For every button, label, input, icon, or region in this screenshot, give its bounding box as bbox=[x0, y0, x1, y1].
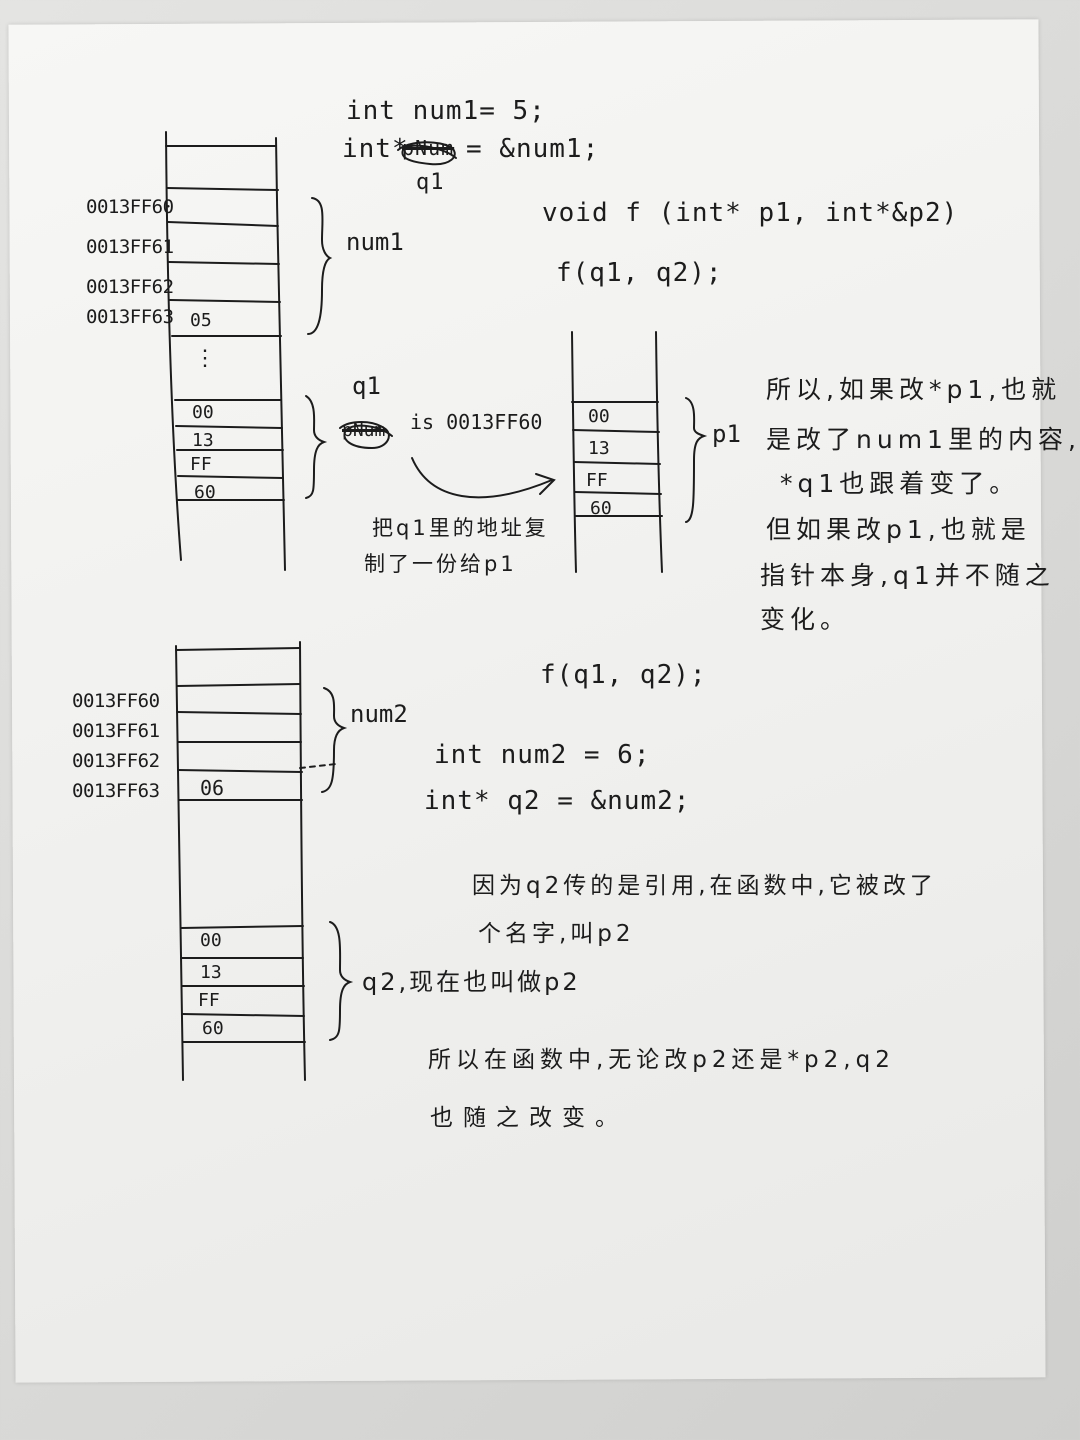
stack-p1-right-wall bbox=[655, 331, 663, 573]
code-line-q2: int* q2 = &num2; bbox=[424, 786, 691, 816]
stack1-pointer-cell: 60 bbox=[194, 482, 216, 503]
stack2-address: 0013FF63 bbox=[72, 780, 160, 802]
brace-p1 bbox=[685, 397, 708, 523]
scribble-crossout-code bbox=[397, 141, 457, 166]
stack2-value-cell: 06 bbox=[200, 776, 225, 800]
stack1-pointer-cell: FF bbox=[190, 454, 212, 475]
copy-note-line1: 把q1里的地址复 bbox=[372, 516, 549, 540]
stack1-row-line bbox=[175, 425, 283, 429]
stack-p1-cell: 60 bbox=[590, 498, 612, 519]
stack2-address: 0013FF60 bbox=[72, 690, 160, 712]
stack1-right-wall bbox=[275, 137, 286, 571]
brace-q2 bbox=[329, 921, 354, 1041]
crossed-pnum: pNum bbox=[402, 136, 455, 160]
stack2-row-line bbox=[176, 683, 301, 687]
stack1-row-line bbox=[177, 475, 284, 479]
stack-p1-left-wall bbox=[571, 331, 577, 573]
function-call-1: f(q1, q2); bbox=[556, 258, 723, 288]
brace-q1 bbox=[305, 395, 328, 499]
stack-p1-cell: FF bbox=[586, 470, 608, 491]
ref-note-line: 因为q2传的是引用,在函数中,它被改了 bbox=[472, 873, 937, 899]
stack2-row-line bbox=[175, 647, 301, 651]
right-note-line: 但如果改p1,也就是 bbox=[766, 515, 1031, 544]
function-signature: void f (int* p1, int*&p2) bbox=[542, 198, 959, 228]
ref-note-line: 个名字,叫p2 bbox=[478, 921, 635, 947]
stack1-address: 0013FF63 bbox=[86, 306, 174, 328]
stack2-left-wall bbox=[175, 645, 184, 1081]
stack1-address: 0013FF61 bbox=[86, 236, 174, 258]
code-q1-replacement: q1 bbox=[416, 170, 445, 195]
label-q1: q1 bbox=[352, 372, 381, 400]
copy-note-line2: 制了一份给p1 bbox=[364, 552, 517, 576]
stack2-address: 0013FF62 bbox=[72, 750, 160, 772]
right-note-line: 所以,如果改*p1,也就 bbox=[766, 375, 1062, 404]
final-note-line: 所以在函数中,无论改p2还是*p2,q2 bbox=[428, 1047, 895, 1073]
copy-arrow-head bbox=[535, 473, 556, 495]
function-call-2: f(q1, q2); bbox=[540, 660, 707, 690]
stack-p1-cell: 00 bbox=[588, 406, 610, 427]
right-note-line: 变化。 bbox=[760, 605, 851, 634]
stack-p1-row-line bbox=[574, 491, 662, 495]
copy-arrow bbox=[411, 457, 553, 499]
code-line-q1-rest: = &num1; bbox=[466, 134, 600, 164]
stack1-row-line bbox=[169, 299, 281, 303]
final-note-line: 也随之改变。 bbox=[430, 1105, 628, 1131]
brace-num2 bbox=[321, 687, 348, 793]
stack2-row-line bbox=[181, 1013, 305, 1017]
stack1-pointer-cell: 13 bbox=[192, 430, 214, 451]
stack1-row-line bbox=[167, 221, 279, 227]
stack1-pointer-cell: 00 bbox=[192, 402, 214, 423]
stack-p1-cell: 13 bbox=[588, 438, 610, 459]
stack2-pointer-cell: 13 bbox=[200, 962, 222, 983]
stack2-pointer-cell: FF bbox=[198, 990, 220, 1011]
label-p1: p1 bbox=[712, 420, 741, 448]
crossed-pnum-stack: pNum bbox=[342, 420, 386, 441]
scribble-crossout bbox=[339, 421, 393, 450]
stack1-row-line bbox=[168, 261, 280, 265]
right-note-line: 指针本身,q1并不随之 bbox=[760, 561, 1055, 590]
code-line-num1: int num1= 5; bbox=[346, 96, 546, 126]
pointer-dash bbox=[299, 763, 337, 769]
stack2-row-line bbox=[176, 711, 302, 715]
stack1-ellipsis: ⋮ bbox=[194, 346, 216, 371]
q1-is-address: is 0013FF60 bbox=[410, 410, 543, 434]
stack2-row-line bbox=[180, 925, 304, 929]
stack1-left-wall bbox=[165, 131, 182, 561]
stack2-pointer-cell: 60 bbox=[202, 1018, 224, 1039]
stack1-value-cell: 05 bbox=[190, 310, 212, 331]
right-note-line: 是改了num1里的内容, bbox=[766, 425, 1080, 454]
brace-num1 bbox=[307, 197, 333, 335]
stack2-pointer-cell: 00 bbox=[200, 930, 222, 951]
stack1-address: 0013FF60 bbox=[86, 196, 174, 218]
label-num1: num1 bbox=[346, 228, 404, 256]
label-q2: q2,现在也叫做p2 bbox=[362, 968, 581, 996]
code-line-q1-type: int* bbox=[342, 134, 409, 164]
stack-p1-row-line bbox=[572, 429, 660, 433]
right-note-line: *q1也跟着变了。 bbox=[780, 469, 1020, 498]
stack2-row-line bbox=[177, 769, 303, 773]
stack2-right-wall bbox=[299, 641, 306, 1081]
stack1-row-line bbox=[166, 187, 279, 191]
stack1-address: 0013FF62 bbox=[86, 276, 174, 298]
code-line-num2: int num2 = 6; bbox=[434, 740, 651, 770]
stack-p1-row-line bbox=[573, 461, 661, 465]
stack2-address: 0013FF61 bbox=[72, 720, 160, 742]
label-num2: num2 bbox=[350, 700, 408, 728]
